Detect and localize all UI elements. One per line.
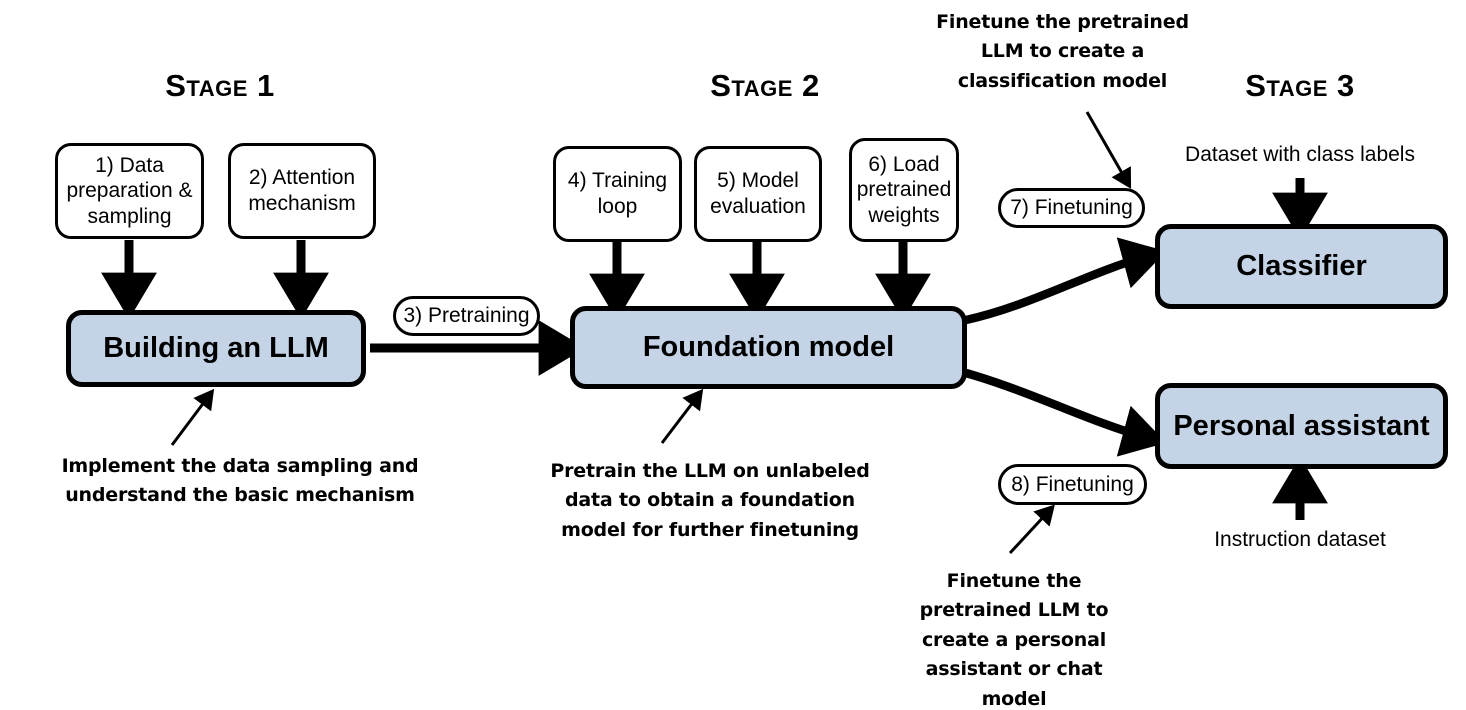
caption-assistant-line-4: assistant or chat model bbox=[925, 658, 1103, 710]
step-box-model-evaluation[interactable]: 5) Model evaluation bbox=[694, 146, 822, 242]
pill-finetuning-assistant[interactable]: 8) Finetuning bbox=[998, 464, 1147, 505]
stage-2-title: Stage 2 bbox=[710, 68, 820, 103]
pill-pretraining[interactable]: 3) Pretraining bbox=[393, 296, 540, 336]
caption-classifier-line-1: Finetune the pretrained bbox=[936, 11, 1189, 33]
caption-classifier-line-2: LLM to create a bbox=[980, 40, 1145, 63]
caption-assistant-line-1: Finetune the bbox=[946, 570, 1082, 592]
caption-stage2-line-1: Pretrain the LLM on unlabeled bbox=[550, 460, 870, 482]
caption-stage2-line-3: model for further finetuning bbox=[561, 518, 859, 541]
pointer-caption-to-llm bbox=[170, 388, 215, 446]
caption-stage2: Pretrain the LLM on unlabeled data to ob… bbox=[540, 457, 880, 545]
main-box-classifier[interactable]: Classifier bbox=[1155, 224, 1448, 309]
caption-stage1: Implement the data sampling and understa… bbox=[40, 452, 440, 511]
caption-stage1-line-1: Implement the data sampling and bbox=[61, 455, 419, 477]
caption-assistant-line-3: create a personal bbox=[921, 628, 1107, 651]
caption-assistant-line-2: pretrained LLM to bbox=[919, 599, 1109, 622]
caption-classifier: Finetune the pretrained LLM to create a … bbox=[925, 8, 1200, 96]
pointer-caption-to-foundation bbox=[660, 388, 704, 444]
main-box-personal-assistant[interactable]: Personal assistant bbox=[1155, 383, 1448, 469]
step-box-training-loop[interactable]: 4) Training loop bbox=[553, 146, 682, 242]
pointer-caption-to-pill7 bbox=[1085, 111, 1132, 189]
arrow-foundation-to-classifier bbox=[965, 237, 1167, 325]
caption-stage2-line-2: data to obtain a foundation bbox=[565, 489, 855, 512]
caption-stage1-line-2: understand the basic mechanism bbox=[65, 484, 415, 507]
caption-classifier-line-3: classification model bbox=[957, 69, 1168, 92]
note-instruction-dataset: Instruction dataset bbox=[1214, 528, 1386, 551]
pill-finetuning-classifier[interactable]: 7) Finetuning bbox=[998, 188, 1145, 228]
main-box-foundation-model[interactable]: Foundation model bbox=[570, 306, 967, 389]
stage-3-title: Stage 3 bbox=[1245, 68, 1355, 103]
caption-assistant: Finetune the pretrained LLM to create a … bbox=[895, 567, 1133, 710]
stage-1-title: Stage 1 bbox=[165, 68, 275, 103]
step-box-data-preparation[interactable]: 1) Data preparation & sampling bbox=[55, 143, 204, 239]
main-box-building-an-llm[interactable]: Building an LLM bbox=[66, 310, 366, 387]
step-box-attention-mechanism[interactable]: 2) Attention mechanism bbox=[228, 143, 376, 239]
step-box-load-pretrained-weights[interactable]: 6) Load pretrained weights bbox=[849, 138, 959, 242]
pointer-caption-to-pill8 bbox=[1008, 504, 1055, 555]
note-dataset-with-class-labels: Dataset with class labels bbox=[1185, 143, 1415, 166]
arrow-foundation-to-assistant bbox=[964, 368, 1167, 457]
